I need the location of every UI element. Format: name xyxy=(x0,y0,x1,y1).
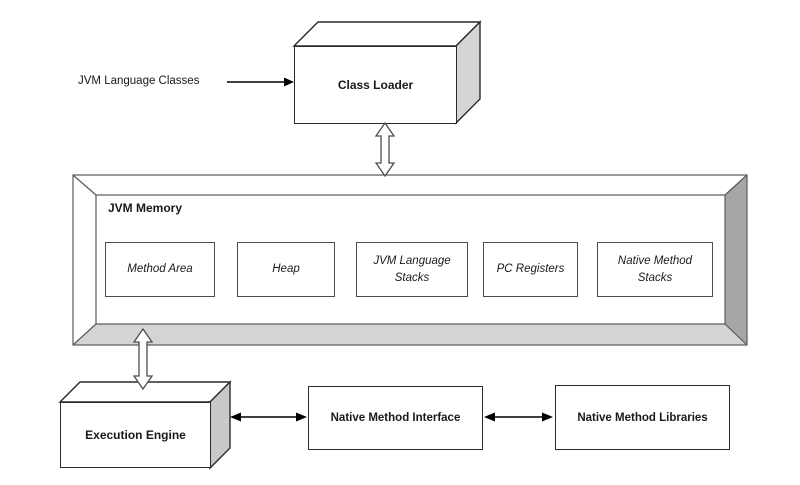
input-to-class-loader-arrowhead xyxy=(284,77,294,87)
jvm-memory-bevel-bottom-left xyxy=(72,323,97,346)
jvm-memory-bevel-top-right xyxy=(724,174,748,196)
class-loader-right-face xyxy=(455,20,481,125)
jvm-memory-title: JVM Memory xyxy=(108,201,183,215)
memory-area-pc-registers: PC Registers xyxy=(483,242,578,297)
memory-area-heap: Heap xyxy=(237,242,335,297)
class-loader-box: Class Loader xyxy=(294,46,457,124)
execution-engine-box: Execution Engine xyxy=(60,402,211,468)
engine-interface-arrowhead-right xyxy=(296,412,307,422)
jvm-memory-frame-right-band xyxy=(725,175,747,345)
jvm-memory-frame-bottom-band xyxy=(73,324,747,345)
jvm-memory-bevel-top-left xyxy=(72,174,97,196)
native-method-libraries-box: Native Method Libraries xyxy=(555,385,730,450)
execution-engine-right-face xyxy=(209,380,231,470)
execution-engine-top-face xyxy=(58,381,232,403)
memory-area-method-area: Method Area xyxy=(105,242,215,297)
memory-area-jvm-language-stacks: JVM Language Stacks xyxy=(356,242,468,297)
interface-libraries-arrowhead-right xyxy=(542,412,553,422)
jvm-language-classes-label: JVM Language Classes xyxy=(78,75,200,87)
engine-interface-arrowhead-left xyxy=(230,412,241,422)
native-method-interface-box: Native Method Interface xyxy=(308,386,483,450)
jvm-memory-bevel-bottom-right xyxy=(724,323,748,346)
class-loader-memory-double-arrow xyxy=(374,121,396,178)
class-loader-top-face xyxy=(292,21,482,47)
memory-execution-engine-double-arrow xyxy=(132,327,154,391)
memory-area-native-method-stacks: Native Method Stacks xyxy=(597,242,713,297)
interface-libraries-arrowhead-left xyxy=(484,412,495,422)
